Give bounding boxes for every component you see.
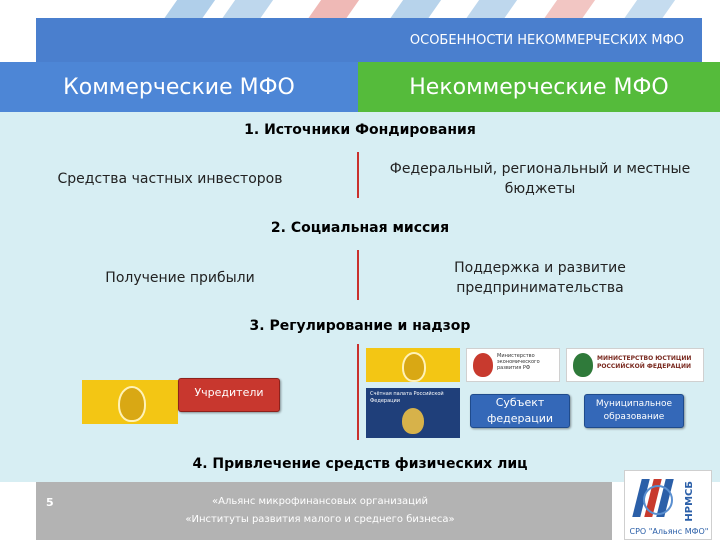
logo-circle [643, 485, 673, 515]
section-heading-social-mission: 2. Социальная миссия [270, 220, 450, 236]
footer-line-2: «Институты развития малого и среднего би… [185, 514, 455, 525]
noncommercial-mfo-header: Некоммерческие МФО [358, 62, 720, 112]
noncommercial-funding-text: Федеральный, региональный и местные бюдж… [389, 161, 691, 197]
double-headed-eagle-icon [473, 353, 493, 377]
section-band: 1. Источники Фондирования [0, 112, 720, 152]
section-heading-regulation: 3. Регулирование и надзор [249, 318, 471, 334]
noncommercial-mission-cell [358, 250, 720, 306]
noncommercial-mission-text: Поддержка и развитие предпринимательства [454, 260, 626, 296]
section-band: 3. Регулирование и надзор [0, 306, 720, 344]
justice-emblem-icon [573, 353, 593, 377]
commercial-mission-text: Получение прибыли [105, 270, 255, 286]
municipal-formation-button[interactable]: Муниципальное образование [584, 394, 684, 428]
column-divider [357, 344, 359, 440]
accounts-chamber-caption: Счётная палата Российской Федерации [370, 391, 444, 404]
noncommercial-funding-cell [358, 152, 720, 206]
ministry-economy-logo: Министерство экономического развития РФ [466, 348, 560, 382]
subject-federation-button[interactable]: Субъект федерации [470, 394, 570, 428]
eagle-emblem-icon [402, 408, 424, 434]
founders-button[interactable]: Учредители [178, 378, 280, 412]
column-divider [357, 250, 359, 300]
ministry-justice-caption: МИНИСТЕРСТВО ЮСТИЦИИ РОССИЙСКОЙ ФЕДЕРАЦИ… [597, 355, 692, 370]
commercial-funding-text: Средства частных инвесторов [57, 171, 283, 187]
eagle-emblem-icon [118, 386, 146, 422]
section-heading-funding: 1. Источники Фондирования [244, 122, 476, 138]
bank-of-russia-logo [366, 348, 460, 382]
section-band: 4. Привлечение средств физических лиц [0, 440, 720, 482]
ministry-justice-logo: МИНИСТЕРСТВО ЮСТИЦИИ РОССИЙСКОЙ ФЕДЕРАЦИ… [566, 348, 704, 382]
page-number: 5 [46, 496, 54, 509]
ministry-economy-caption: Министерство экономического развития РФ [497, 353, 540, 371]
slide-footer [36, 482, 612, 540]
section-heading-deposits: 4. Привлечение средств физических лиц [192, 456, 528, 472]
bank-of-russia-logo [82, 380, 178, 424]
section-band: 2. Социальная миссия [0, 206, 720, 250]
commercial-mfo-title: Коммерческие МФО [63, 74, 295, 100]
logo-caption: СРО "Альянс МФО" [629, 527, 709, 536]
accounts-chamber-logo: Счётная палата Российской Федерации [366, 388, 460, 438]
commercial-funding-cell [0, 152, 358, 206]
commercial-mfo-header: Коммерческие МФО [0, 62, 358, 112]
slide-header: ОСОБЕННОСТИ НЕКОММЕРЧЕСКИХ МФО [36, 18, 702, 62]
commercial-mission-cell [0, 250, 358, 306]
footer-line-1: «Альянс микрофинансовых организаций [212, 496, 428, 507]
logo-vertical-text: НРМСБ [684, 481, 695, 522]
slide-title: ОСОБЕННОСТИ НЕКОММЕРЧЕСКИХ МФО [409, 32, 684, 48]
alliance-mfo-logo: НРМСБ СРО "Альянс МФО" [624, 470, 712, 540]
column-divider [357, 152, 359, 198]
eagle-emblem-icon [402, 352, 426, 382]
noncommercial-mfo-title: Некоммерческие МФО [409, 74, 669, 100]
